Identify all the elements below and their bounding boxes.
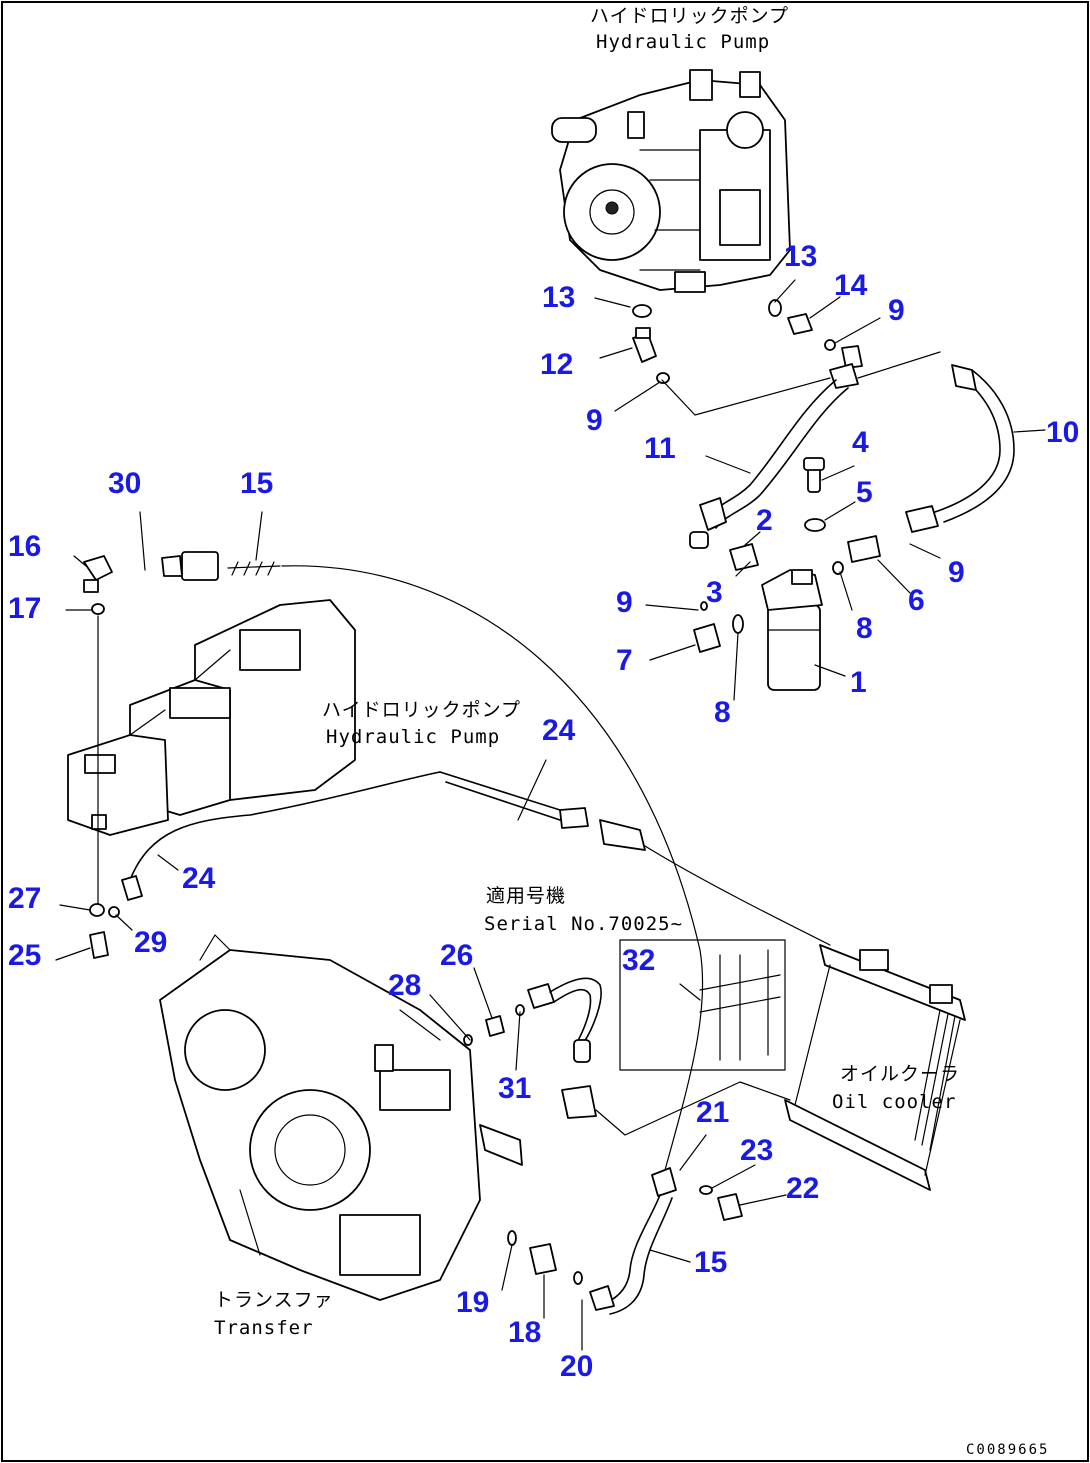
top-pump-fittings: [632, 299, 863, 389]
callout-19: 19: [456, 1286, 489, 1319]
callout-7: 7: [616, 644, 633, 677]
callout-22: 22: [786, 1172, 819, 1205]
callout-5: 5: [856, 476, 873, 509]
callout-32: 32: [622, 944, 655, 977]
drawing-code: C0089665: [966, 1442, 1049, 1458]
callout-17: 17: [8, 592, 41, 625]
callout-9c: 9: [948, 556, 965, 589]
callout-15a: 15: [240, 467, 273, 500]
callout-13a: 13: [542, 281, 575, 314]
callout-21: 21: [696, 1096, 729, 1129]
serial-en-label: Serial No.70025~: [484, 913, 683, 935]
filter-assembly: [693, 457, 881, 691]
transfer-case: [159, 934, 523, 1301]
hydraulic-pump-top: [551, 69, 791, 293]
oil-cooler-jp-label: オイルクーラ: [840, 1063, 960, 1085]
callout-12: 12: [540, 348, 573, 381]
callout-8a: 8: [856, 612, 873, 645]
oil-cooler: [784, 944, 966, 1191]
callout-10: 10: [1046, 416, 1079, 449]
callout-29: 29: [134, 926, 167, 959]
callout-28: 28: [388, 969, 421, 1002]
pump-mid-en-label: Hydraulic Pump: [326, 726, 500, 748]
callout-leaders: [55, 279, 1046, 1351]
callout-2: 2: [756, 504, 773, 537]
callout-26: 27: [8, 882, 41, 915]
callout-27: 26: [440, 939, 473, 972]
pump-top-en-label: Hydraulic Pump: [596, 31, 770, 53]
callout-24b: 24: [182, 862, 216, 895]
callout-15b: 15: [694, 1246, 727, 1279]
callout-numbers: 13 12 9 13 14 9 10 11 4 5 2 3 9 6 8 1 8 …: [8, 240, 1079, 1383]
sensor-parts: [83, 551, 281, 593]
detail-box-32: [619, 939, 786, 1071]
pump-mid-jp-label: ハイドロリックポンプ: [322, 699, 521, 721]
lower-hose-parts: [507, 1167, 743, 1315]
callout-25: 25: [8, 939, 41, 972]
callout-8b: 8: [714, 696, 731, 729]
oil-cooler-en-label: Oil cooler: [832, 1091, 956, 1113]
callout-20: 20: [560, 1350, 593, 1383]
sensor-wire: [281, 565, 704, 1171]
callout-18: 18: [508, 1316, 541, 1349]
callout-3: 3: [706, 576, 723, 609]
hose-10: [934, 374, 1001, 513]
transfer-en-label: Transfer: [214, 1317, 314, 1339]
callout-30: 30: [108, 467, 141, 500]
hose-24: [129, 771, 441, 881]
callout-13b: 13: [784, 240, 817, 273]
callout-6: 6: [908, 584, 925, 617]
serial-jp-label: 適用号機: [486, 885, 566, 907]
callout-9a: 9: [586, 404, 603, 437]
callout-1: 1: [850, 666, 867, 699]
callout-4: 4: [852, 426, 869, 459]
callout-23: 23: [740, 1134, 773, 1167]
transfer-jp-label: トランスファ: [214, 1289, 334, 1311]
callout-24a: 24: [542, 714, 576, 747]
callout-9d: 9: [616, 586, 633, 619]
callout-31: 31: [498, 1072, 531, 1105]
callout-11: 11: [644, 432, 676, 465]
callout-14: 14: [834, 269, 868, 302]
hydraulic-pump-mid: [67, 599, 356, 836]
transfer-fittings: [463, 977, 791, 1136]
callout-16: 16: [8, 530, 41, 563]
pump-top-jp-label: ハイドロリックポンプ: [590, 5, 789, 27]
hose-11: [704, 379, 837, 521]
callout-9b: 9: [888, 294, 905, 327]
